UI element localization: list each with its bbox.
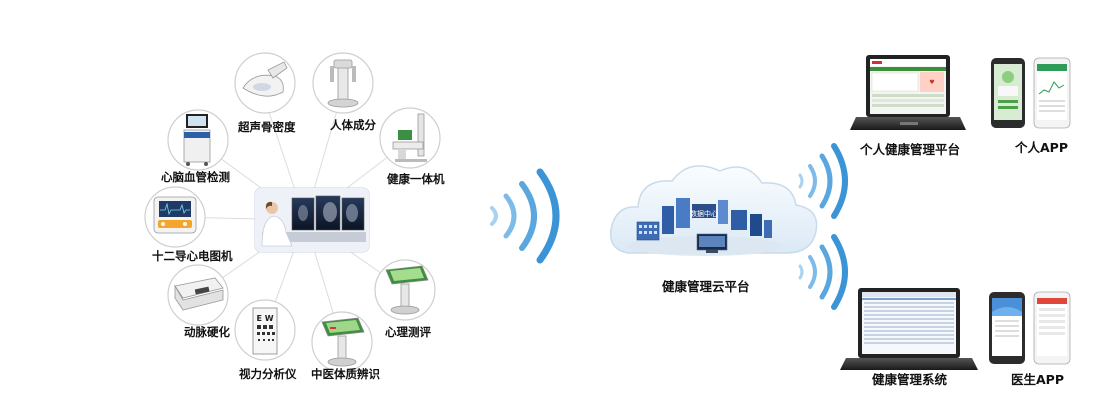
svg-text:♥: ♥ [929,79,934,86]
device-ultrasound-bone [234,52,296,114]
label-health-all-in-one: 健康一体机 [387,172,445,186]
management-system-laptop [840,288,978,370]
cloud-platform [610,165,818,256]
device-body-composition [312,52,374,114]
device-ecg-12-lead [144,186,206,248]
label-cloud-platform: 健康管理云平台 [662,279,750,294]
label-cardio-vascular: 心脑血管检测 [161,170,230,184]
wireless-wave-lower [798,234,848,310]
doctor-workstation-photo [254,187,370,253]
device-cardio-vascular [167,109,229,171]
label-management-system: 健康管理系统 [872,372,948,387]
data-center-sign: 数据中心 [690,209,718,218]
label-personal-platform: 个人健康管理平台 [860,142,961,157]
device-arteriosclerosis [167,264,229,326]
label-ultrasound-bone: 超声骨密度 [238,120,296,134]
device-psych-assessment [374,259,436,321]
label-ecg-12-lead: 十二导心电图机 [152,249,233,263]
doctor-app-phones [989,291,1071,365]
label-personal-app: 个人APP [1015,140,1068,155]
label-body-composition: 人体成分 [330,118,376,132]
label-doctor-app: 医生APP [1011,372,1064,387]
device-vision-analyzer: E W [234,299,296,361]
label-tcm-constitution: 中医体质辨识 [311,367,380,381]
wireless-wave-left [490,168,560,264]
device-tcm-constitution [311,311,373,373]
label-arteriosclerosis: 动脉硬化 [184,325,230,339]
wireless-wave-upper [798,143,848,219]
device-health-all-in-one [379,107,441,169]
svg-text:E W: E W [256,314,273,323]
personal-platform-laptop: ♥ [850,55,966,130]
label-psych-assessment: 心理测评 [385,325,431,339]
personal-app-phones [991,57,1071,129]
label-vision-analyzer: 视力分析仪 [239,367,297,381]
